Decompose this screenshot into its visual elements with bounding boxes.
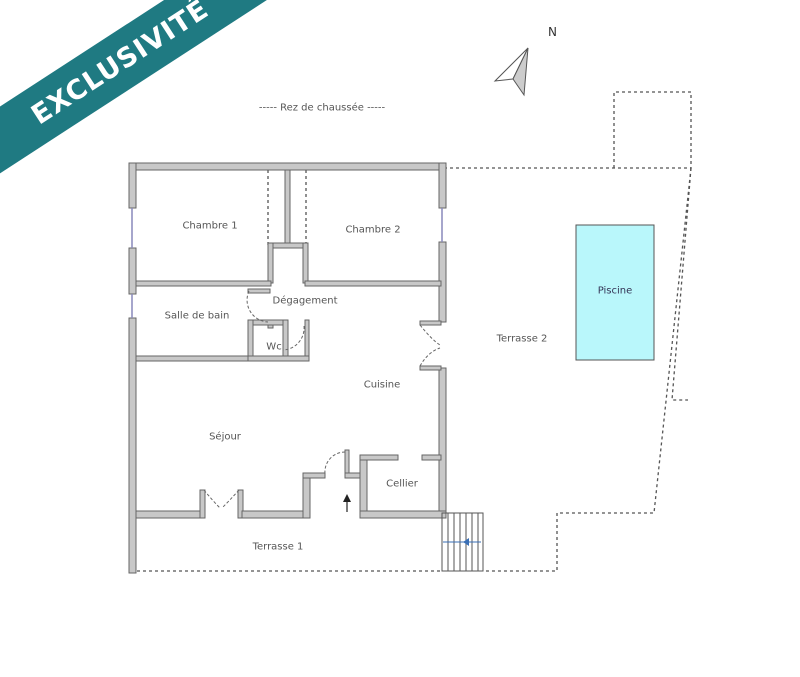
room-label-chambre-2: Chambre 2 (345, 224, 401, 236)
room-label-cellier: Cellier (386, 478, 418, 490)
property-boundary (137, 91, 692, 572)
room-label-sejour: Séjour (209, 431, 241, 443)
stairs (441, 512, 484, 572)
room-label-chambre-1: Chambre 1 (182, 220, 238, 232)
room-label-degagement: Dégagement (272, 295, 338, 307)
room-label-terrasse-2: Terrasse 2 (496, 333, 548, 345)
room-label-cuisine: Cuisine (363, 379, 401, 391)
room-label-piscine: Piscine (597, 285, 633, 297)
compass-arrow-icon (493, 47, 529, 97)
walls (128, 162, 447, 574)
north-label: N (548, 25, 557, 39)
floor-title: ----- Rez de chaussée ----- (258, 102, 386, 114)
door-swings (203, 290, 441, 509)
windows (131, 208, 443, 318)
room-label-wc: Wc (266, 341, 282, 353)
pool (575, 224, 655, 361)
entrance-arrow-icon (343, 494, 351, 512)
room-label-terrasse-1: Terrasse 1 (252, 541, 304, 553)
room-label-salle-de-bain: Salle de bain (164, 310, 230, 322)
